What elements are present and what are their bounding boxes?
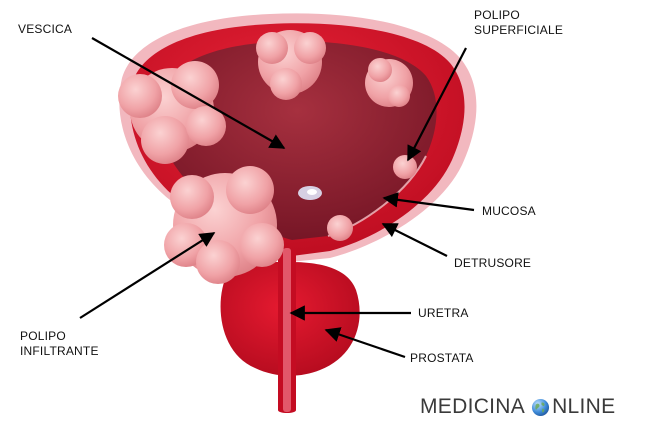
arrow-polipo-infiltrante xyxy=(80,233,214,318)
label-uretra: URETRA xyxy=(418,306,469,321)
polyp-small-inner xyxy=(327,215,353,241)
brand-text-before: MEDICINA xyxy=(420,395,525,419)
urethra xyxy=(278,248,296,413)
label-polipo-superficiale: POLIPO SUPERFICIALE xyxy=(474,8,563,38)
label-mucosa: MUCOSA xyxy=(482,204,536,219)
brand-watermark: MEDICINA NLINE xyxy=(420,394,615,420)
label-vescica: VESCICA xyxy=(18,22,72,37)
label-prostata: PROSTATA xyxy=(410,351,474,366)
polyp-infiltrating xyxy=(164,166,284,284)
label-polipo-infiltrante: POLIPO INFILTRANTE xyxy=(20,329,99,359)
globe-icon xyxy=(531,398,550,417)
polyp-superficial xyxy=(393,155,417,179)
label-detrusore: DETRUSORE xyxy=(454,256,531,271)
brand-text-after: NLINE xyxy=(552,395,615,419)
arrow-detrusore xyxy=(383,224,447,256)
